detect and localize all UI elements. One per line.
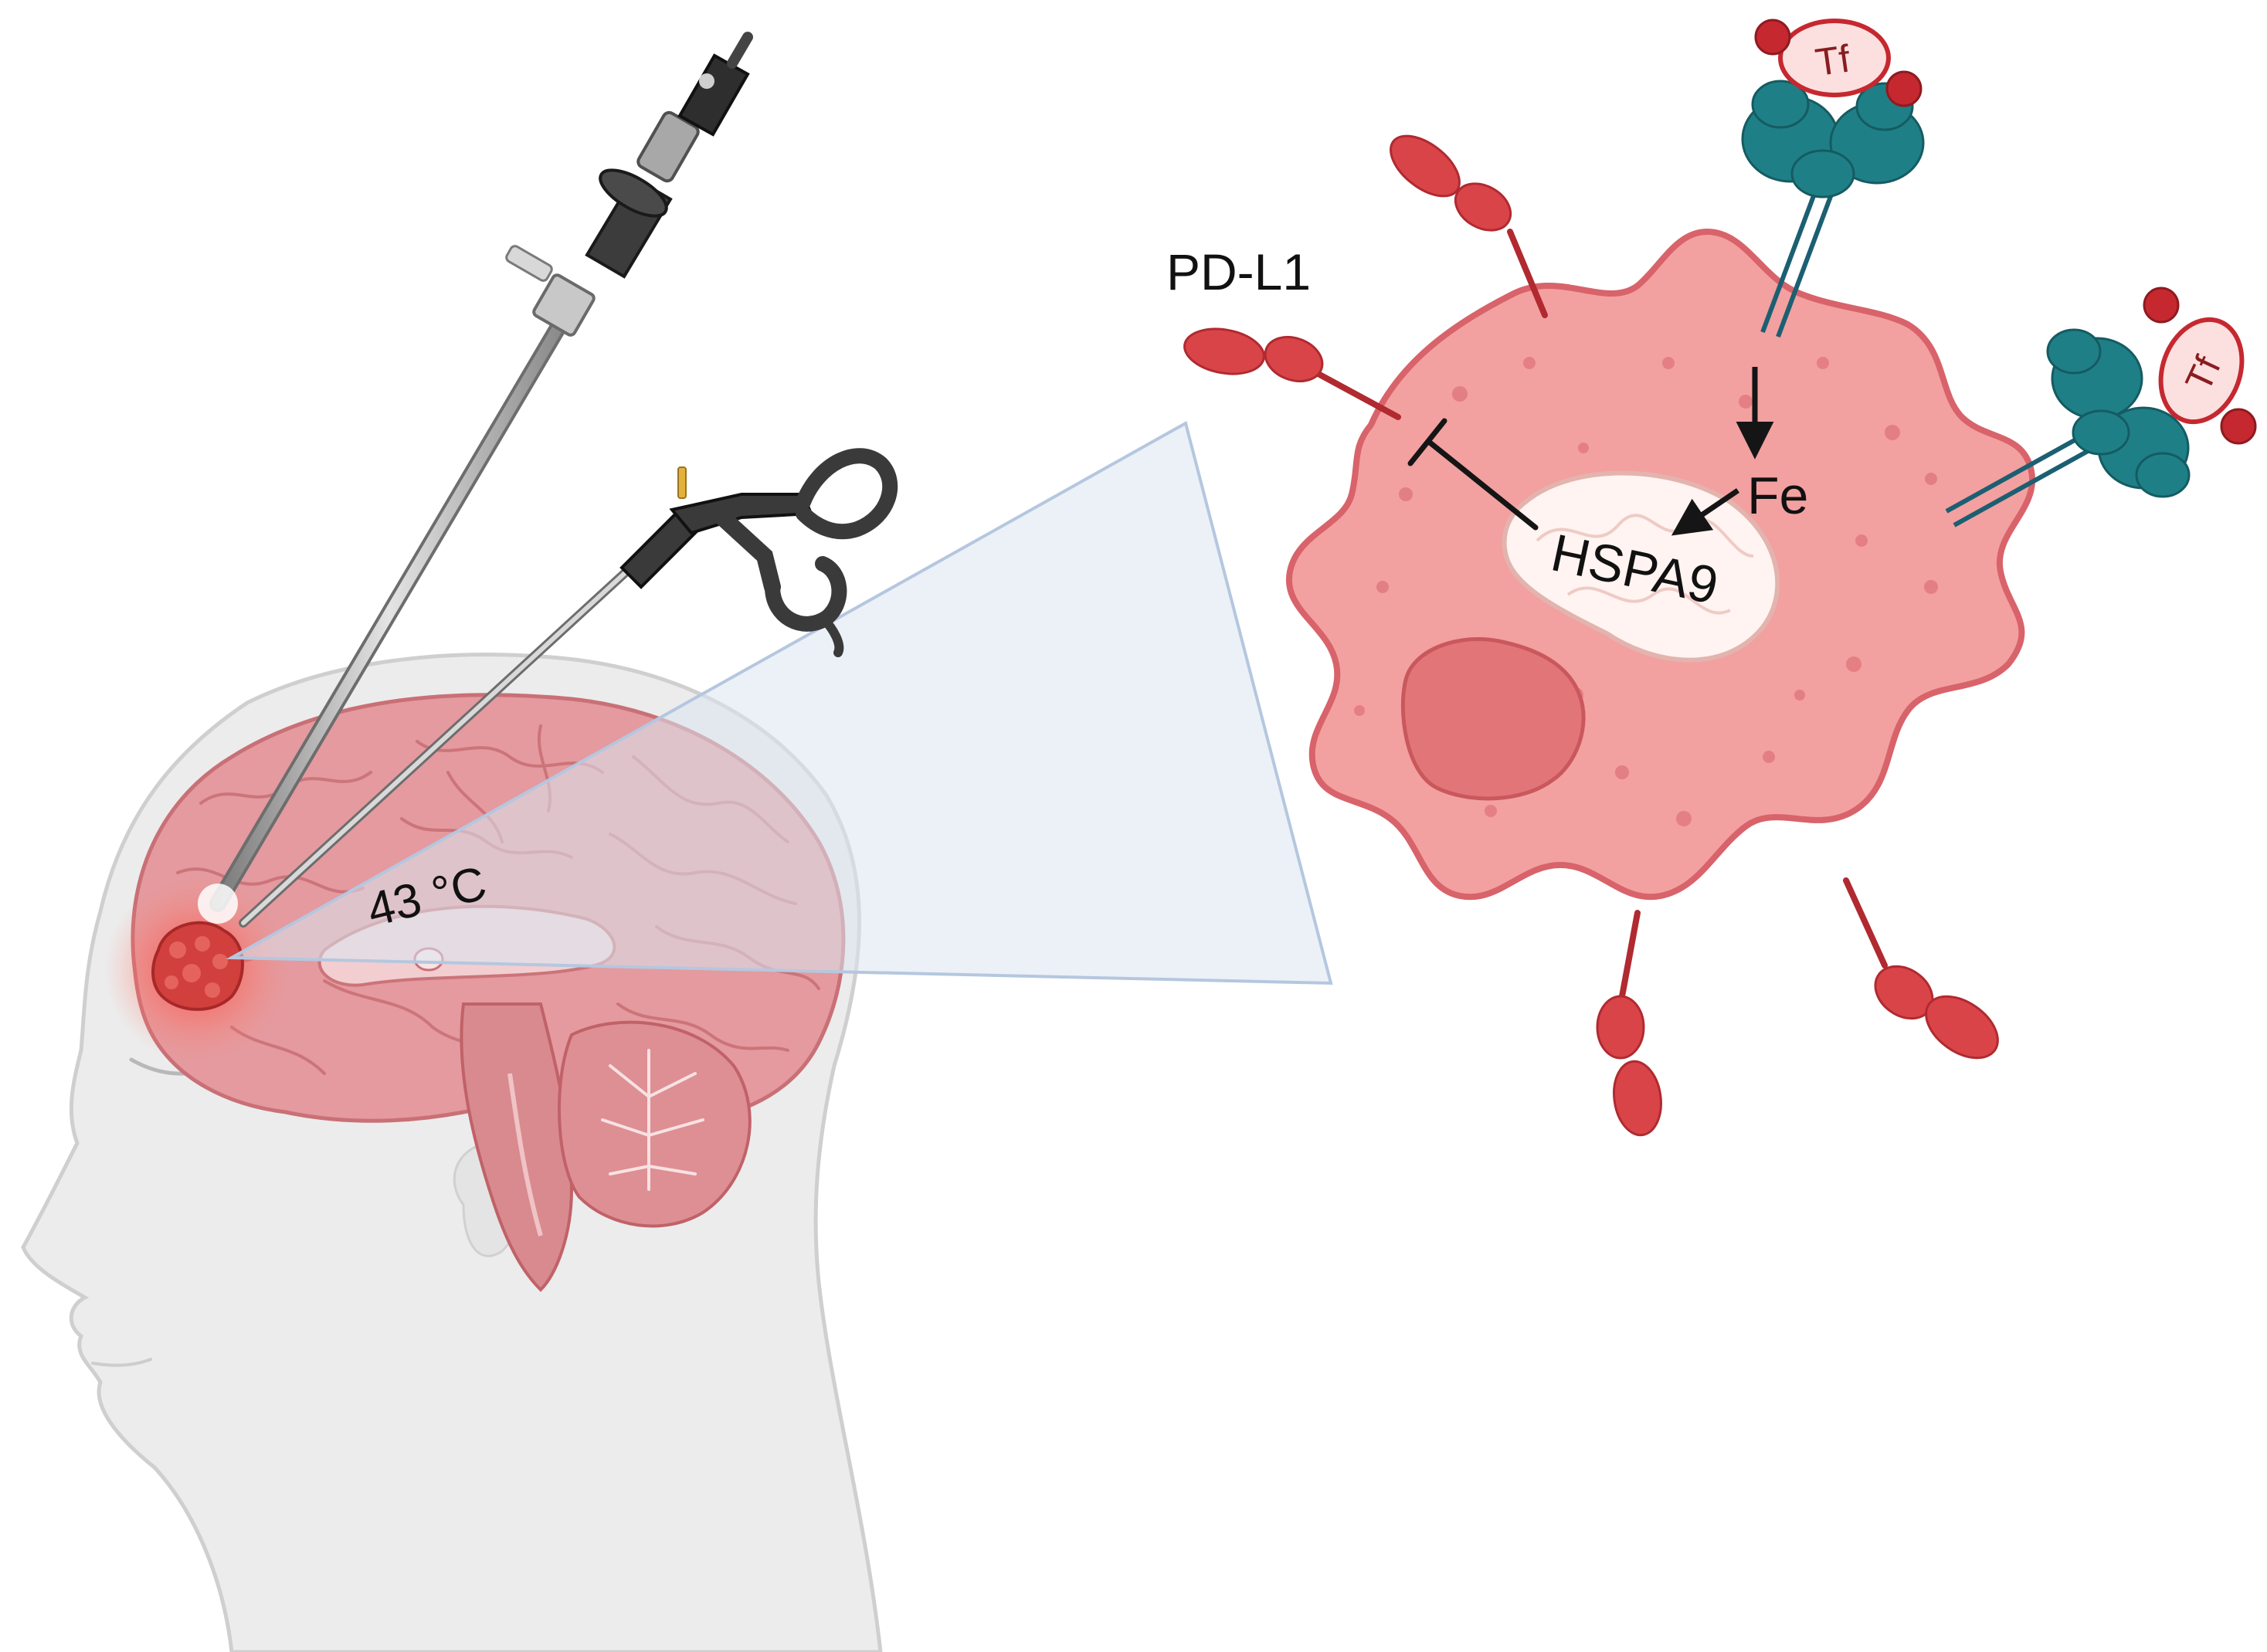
pdl1-receptor-icon: [1596, 910, 1662, 1137]
hspa9-inhibits-pdl1-line: [1407, 418, 1539, 531]
transferrin-receptor-icon: Tf: [1945, 287, 2257, 527]
iron-label: Fe: [1747, 466, 1808, 525]
nucleus-icon: [1400, 636, 1586, 801]
zoom-cone: [226, 420, 1333, 985]
transferrin-receptor-icon: Tf: [1741, 19, 1925, 338]
pdl1-receptor-icon: [1843, 877, 1999, 1060]
endoscope-icon: [198, 32, 753, 924]
transferrin-label-top: Tf: [1813, 37, 1853, 85]
fe-to-hspa9-arrow: [1671, 488, 1739, 536]
laparoscopic-forceps-icon: [239, 448, 898, 928]
pdl1-receptor-icon: [1183, 327, 1401, 420]
pdl1-receptor-icon: [1390, 134, 1548, 318]
pdl1-label: PD-L1: [1166, 243, 1311, 300]
